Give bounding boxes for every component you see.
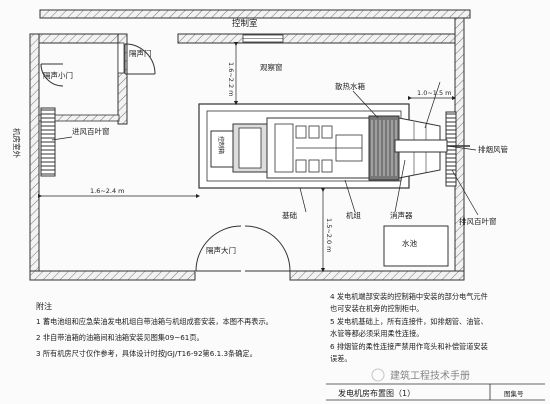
note-5b: 水管等都必须采用柔性连接。 [330,329,423,338]
watermark-text: 建筑工程技术手册 [390,369,470,382]
label-sound-main-door: 隔声大门 [206,245,236,255]
note-6a: 6 排烟管的柔性连接严禁用作弯头和补偿管道安装 [330,342,488,351]
air-intake-louver [40,107,56,177]
note-3: 3 所有机房尺寸仅作参考，具体设计时按JGJ/T16-92第6.1.3条确定。 [36,349,257,358]
building-walls [29,9,471,281]
label-control-box: 控制箱 [217,136,225,154]
sound-door [124,43,156,75]
notes-header: 附注 [36,301,52,311]
label-water-pool: 水池 [402,238,417,248]
label-outdoor: 机房室外 [12,128,22,158]
note-2: 2 非自带油箱的油箱间和油箱安装见图集09~61页。 [36,333,204,342]
sound-small-door [40,63,64,87]
label-silencer: 消声器 [390,210,413,220]
drawing-title: 发电机房布置图（1） [338,388,415,398]
sound-main-door [195,225,291,272]
dim-bottom: 1.5~2.0 m [325,218,333,253]
title-block: 发电机房布置图（1） 图集号 [326,383,545,401]
label-sound-door: 隔声门 [129,48,152,58]
generator-set [198,103,470,189]
label-control-room: 控制室 [232,18,258,29]
note-6b: 误差。 [330,354,352,363]
watermark: 建筑工程技术手册 [371,368,470,382]
leader-lines [51,81,479,216]
dim-top: 1.6~2.2 m [227,62,235,97]
note-1: 1 蓄电池组和应急柴油发电机组自带油箱与机组成套安装，本图不再表示。 [36,317,273,326]
water-pool [383,225,449,267]
label-sound-small-door: 隔声小门 [43,70,73,80]
label-exhaust-louver: 排风百叶窗 [459,216,497,226]
note-5a: 5 发电机基础上，所有连接件，如排烟管、油管、 [330,317,488,326]
label-observation-window: 观察窗 [260,62,283,72]
note-4a: 4 发电机端部安装的控制箱中安装的部分电气元件 [330,292,488,301]
figure-number-label: 图集号 [504,389,524,398]
label-air-intake-louver: 进风百叶窗 [72,126,110,136]
label-exhaust-duct: 排烟风管 [478,144,508,154]
dim-left: 1.6~2.4 m [90,187,125,195]
note-4b: 也可安装在机旁的控制柜中。 [330,304,423,313]
silencer [394,139,448,153]
label-foundation: 基础 [282,210,297,220]
dimension-lines [37,41,457,273]
label-radiator-tank: 散热水箱 [335,81,365,91]
label-generator-set: 机组 [346,210,361,220]
dim-right: 1.0~1.5 m [417,89,452,97]
